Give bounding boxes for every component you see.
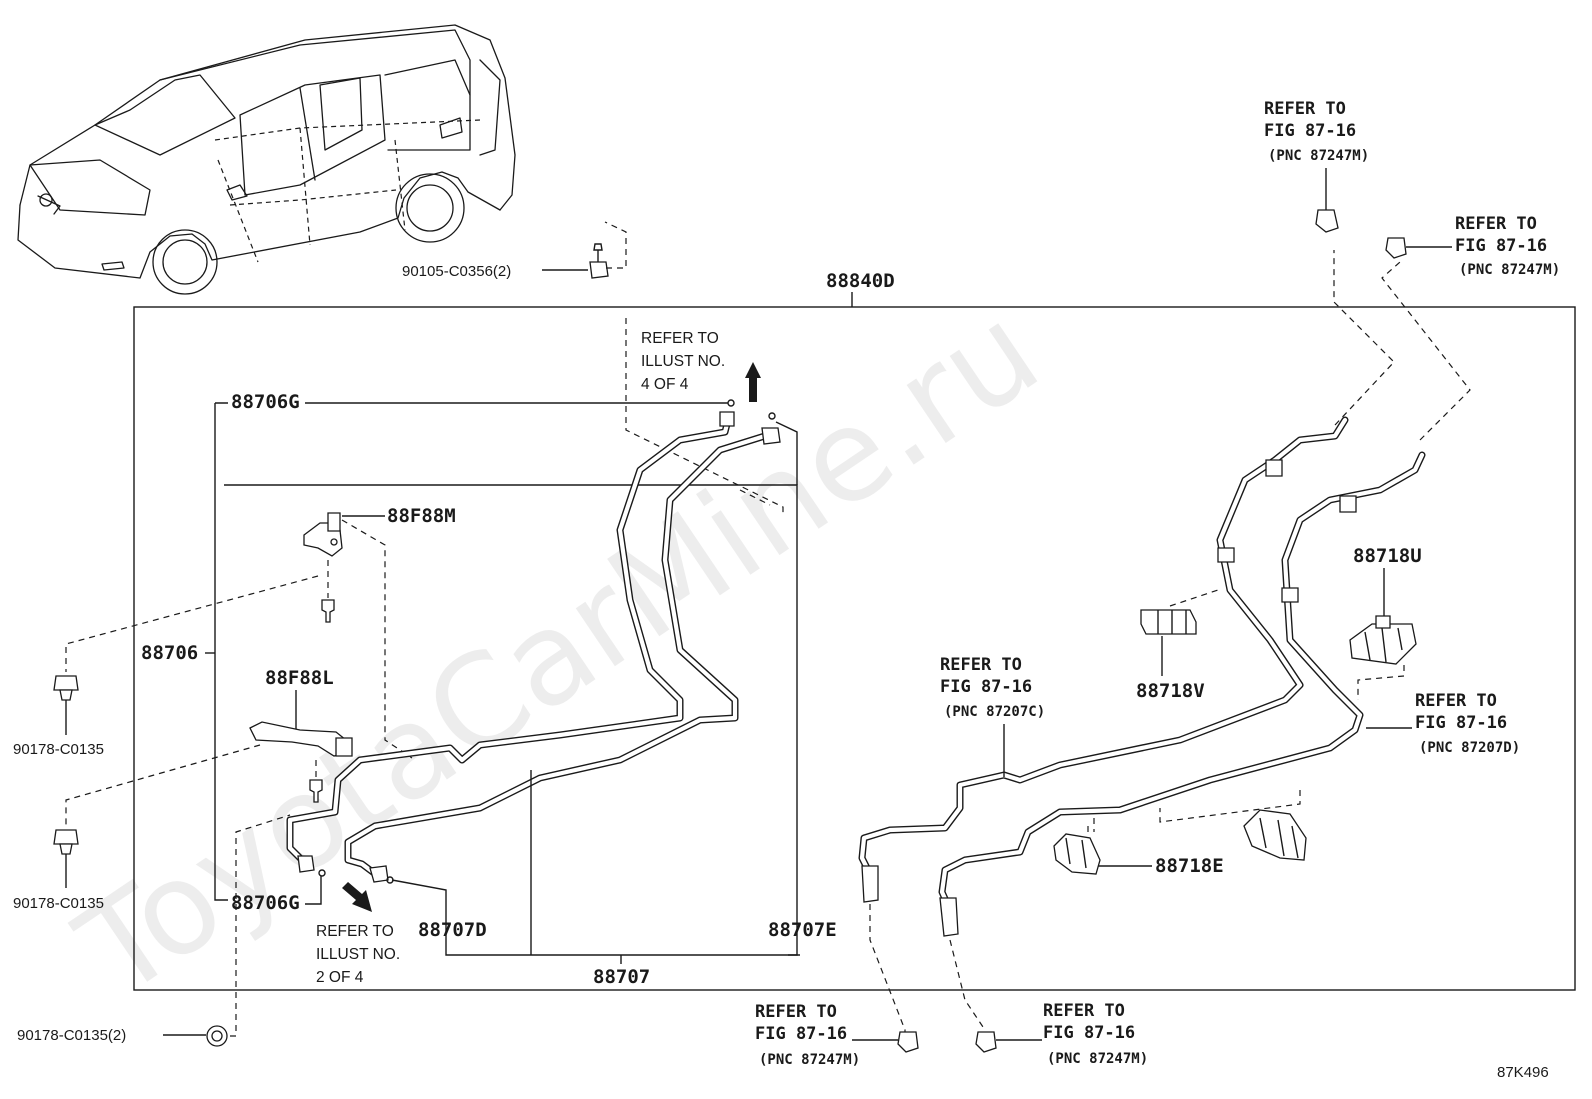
subassembly-frame-88706: 88706G 88706 88706G: [141, 391, 798, 956]
watermark: ToyotaCarMine.ru: [53, 277, 1064, 1026]
part-label-90178-c0135-b: 90178-C0135: [13, 895, 104, 912]
part-label-88706: 88706: [141, 642, 198, 664]
part-label-88706g-top: 88706G: [231, 391, 300, 413]
pnc-label-top-2: (PNC 87247M): [1459, 262, 1560, 278]
part-label-88707e: 88707E: [768, 919, 837, 941]
part-label-88707d: 88707D: [418, 919, 487, 941]
clamp-88718v: 88718V: [1136, 589, 1219, 702]
clip-90178-c0135-a: 90178-C0135: [13, 675, 104, 758]
refer-fig-bottom-2-line2: FIG 87-16: [1043, 1023, 1135, 1043]
part-label-88718e: 88718E: [1155, 855, 1224, 877]
connector-bottom-1: [897, 1031, 919, 1053]
pnc-label-bottom-2: (PNC 87247M): [1047, 1051, 1148, 1067]
refer-note-fig-top-1: REFER TO FIG 87-16 (PNC 87247M): [1264, 99, 1369, 233]
clamp-88718e: 88718E: [1053, 790, 1307, 877]
refer-fig-top-1-line2: FIG 87-16: [1264, 121, 1356, 141]
refer-fig-top-1-line1: REFER TO: [1264, 99, 1346, 119]
refer-fig-87207d-line2: FIG 87-16: [1415, 713, 1507, 733]
part-label-90178-c0135-c: 90178-C0135(2): [17, 1027, 126, 1044]
refer-fig-bottom-2-line1: REFER TO: [1043, 1001, 1125, 1021]
refer-fig-top-2-line1: REFER TO: [1455, 214, 1537, 234]
part-label-90105-c0356: 90105-C0356(2): [402, 263, 511, 280]
refer-illust-2-line2: ILLUST NO.: [316, 946, 400, 963]
pipe-right-lower: [938, 451, 1426, 937]
refer-note-fig-87207c: REFER TO FIG 87-16 (PNC 87207C): [940, 655, 1045, 777]
diagram-code: 87K496: [1497, 1064, 1549, 1081]
svg-text:REFER TO FIG 87-16: REFER TO FIG 87-16: [1415, 691, 1507, 733]
pipe-88707e: [344, 412, 781, 884]
refer-fig-top-2-line2: FIG 87-16: [1455, 236, 1547, 256]
refer-note-illust-2: REFER TO ILLUST NO. 2 OF 4: [316, 882, 404, 986]
pnc-label-top-1: (PNC 87247M): [1268, 148, 1369, 164]
vehicle-illustration: [17, 24, 516, 295]
svg-text:REFER TO FIG 87-16: REFER TO FIG 87-16: [755, 1002, 847, 1044]
refer-illust-4-line3: 4 OF 4: [641, 376, 689, 393]
clamp-88718u: 88718U: [1349, 545, 1422, 700]
refer-illust-2-line3: 2 OF 4: [316, 969, 364, 986]
clip-90178-c0135-b: 90178-C0135: [13, 829, 104, 912]
pipe-labels-88707: 88707D 88707E 88707: [391, 770, 837, 988]
refer-illust-4-line1: REFER TO: [641, 330, 719, 347]
assembly-frame-88840d: [133, 306, 1576, 991]
refer-note-fig-top-2: REFER TO FIG 87-16 (PNC 87247M): [1385, 214, 1560, 278]
part-label-88840d: 88840D: [826, 270, 895, 292]
refer-illust-2-line1: REFER TO: [316, 923, 394, 940]
bracket-88f88m: 88F88M: [65, 505, 456, 759]
svg-text:REFER TO ILLUST NO.: REFER TO ILLUST NO. 2 OF 4: [316, 923, 404, 986]
part-label-88f88l: 88F88L: [265, 667, 334, 689]
refer-fig-bottom-1-line1: REFER TO: [755, 1002, 837, 1022]
refer-fig-87207c-line2: FIG 87-16: [940, 677, 1032, 697]
part-label-88f88m: 88F88M: [387, 505, 456, 527]
svg-text:REFER TO ILLUST NO.: REFER TO ILLUST NO. 4 OF 4: [641, 330, 729, 393]
refer-illust-4-line2: ILLUST NO.: [641, 353, 725, 370]
part-label-90178-c0135-a: 90178-C0135: [13, 741, 104, 758]
pnc-label-87207c: (PNC 87207C): [944, 704, 1045, 720]
pipe-88707d: [286, 411, 735, 873]
part-label-88707: 88707: [593, 966, 650, 988]
refer-fig-87207d-line1: REFER TO: [1415, 691, 1497, 711]
part-label-88718u: 88718U: [1353, 545, 1422, 567]
refer-fig-87207c-line1: REFER TO: [940, 655, 1022, 675]
connector-bottom-2: [975, 1031, 997, 1053]
part-label-88718v: 88718V: [1136, 680, 1205, 702]
pnc-label-87207d: (PNC 87207D): [1419, 740, 1520, 756]
svg-text:REFER TO FIG 87-16: REFER TO FIG 87-16: [1264, 99, 1356, 141]
refer-note-fig-bottom-2: REFER TO FIG 87-16 (PNC 87247M): [975, 1001, 1148, 1067]
svg-text:REFER TO FIG 87-16: REFER TO FIG 87-16: [940, 655, 1032, 697]
refer-note-fig-bottom-1: REFER TO FIG 87-16 (PNC 87247M): [755, 1002, 919, 1068]
bolt-90105-c0356: 90105-C0356(2): [402, 221, 627, 280]
arrow-down-icon: [342, 882, 372, 912]
svg-text:REFER TO FIG 87-16: REFER TO FIG 87-16: [1043, 1001, 1135, 1043]
refer-note-fig-87207d: REFER TO FIG 87-16 (PNC 87207D): [1366, 691, 1520, 756]
part-label-88706g-bottom: 88706G: [231, 892, 300, 914]
connector-top-2: [1385, 237, 1407, 259]
connector-top-1: [1315, 209, 1339, 233]
clip-90178-c0135-c: 90178-C0135(2): [17, 814, 291, 1047]
refer-note-illust-4: REFER TO ILLUST NO. 4 OF 4: [641, 330, 761, 402]
svg-text:REFER TO FIG 87-16: REFER TO FIG 87-16: [1455, 214, 1547, 256]
refer-fig-bottom-1-line2: FIG 87-16: [755, 1024, 847, 1044]
bracket-88f88l: 88F88L: [65, 667, 353, 825]
arrow-up-icon: [745, 362, 761, 402]
pnc-label-bottom-1: (PNC 87247M): [759, 1052, 860, 1068]
pipe-right-upper: [858, 416, 1349, 903]
